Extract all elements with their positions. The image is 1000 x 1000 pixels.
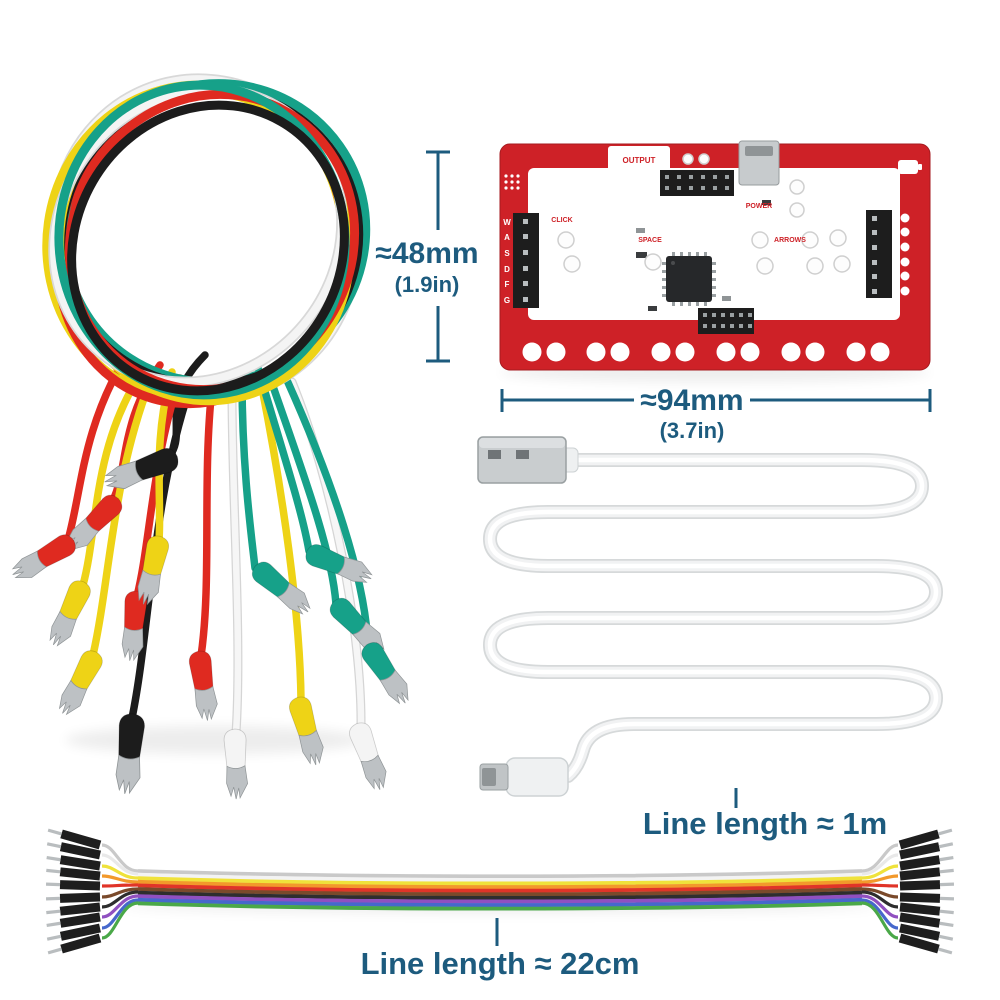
ribbon-jumper-cable: Line length ≈ 22cm — [45, 828, 955, 981]
alligator-clip-red — [7, 530, 80, 586]
ribbon-left-connectors — [45, 828, 102, 955]
ribbon-right-connectors — [898, 828, 955, 955]
ribbon-right-fan — [861, 843, 899, 940]
pcb-board: W A S D F G — [499, 140, 931, 371]
pcb-power-label: POWER — [746, 203, 772, 210]
pcb-main-chip — [662, 252, 716, 306]
key-label-d: D — [504, 265, 510, 274]
ribbon-length-label: Line length ≈ 22cm — [361, 946, 640, 981]
pcb-space-label: SPACE — [638, 237, 662, 244]
pcb-top-header — [660, 170, 734, 196]
usb-cable: Line length ≈ 1m — [477, 436, 944, 841]
key-label-f: F — [505, 280, 510, 289]
pcb-small-components — [636, 200, 771, 311]
pcb-bottom-header — [698, 308, 754, 334]
alligator-clip-yellow — [43, 576, 95, 651]
battery-icon — [898, 160, 922, 174]
wire-coil — [42, 73, 371, 409]
alligator-clip-lead-bundle — [7, 73, 416, 800]
key-label-a: A — [504, 233, 510, 242]
width-inches: (3.7in) — [660, 418, 725, 443]
ribbon-left-fan — [101, 843, 139, 940]
alligator-clip-teal — [357, 637, 416, 710]
dangling-wires — [64, 351, 372, 738]
alligator-clip-red — [187, 649, 220, 723]
usb-cable-line — [482, 453, 944, 783]
width-dimension-lines — [500, 389, 932, 412]
mini-usb-connector — [479, 757, 569, 797]
pcb-left-header — [513, 213, 539, 308]
alligator-clip-white — [346, 719, 392, 794]
pcb-output-tab — [608, 146, 670, 172]
pcb-bottom-holes — [522, 342, 890, 362]
pcb-click-label: CLICK — [551, 217, 572, 224]
key-label-s: S — [504, 249, 510, 258]
pcb-pads — [557, 153, 851, 275]
height-dimension-lines — [426, 150, 450, 363]
alligator-clip-yellow — [53, 646, 107, 720]
alligator-clip-black — [112, 712, 146, 796]
pcb-key-labels: W A S D F G — [503, 218, 511, 305]
height-value: ≈48mm — [375, 237, 478, 270]
pcb-logo-dots — [504, 174, 520, 190]
alligator-clip-teal — [247, 557, 317, 621]
pcb-mini-usb-port — [738, 140, 780, 186]
width-value: ≈94mm — [640, 384, 743, 417]
alligator-clip-white — [223, 728, 249, 800]
pcb-output-label: OUTPUT — [623, 156, 656, 165]
height-inches: (1.9in) — [395, 272, 460, 297]
pcb-right-header — [866, 210, 910, 298]
ribbon-band — [137, 869, 863, 911]
height-dimension: ≈48mm (1.9in) — [375, 150, 479, 363]
alligator-clip-black — [100, 444, 182, 495]
usb-length-label: Line length ≈ 1m — [643, 806, 887, 841]
key-label-g: G — [504, 296, 510, 305]
pcb-arrows-label: ARROWS — [774, 237, 806, 244]
usb-a-connector — [477, 436, 579, 484]
pcb-silkscreen — [528, 168, 900, 320]
width-dimension: ≈94mm (3.7in) — [500, 384, 932, 443]
key-label-w: W — [503, 218, 511, 227]
